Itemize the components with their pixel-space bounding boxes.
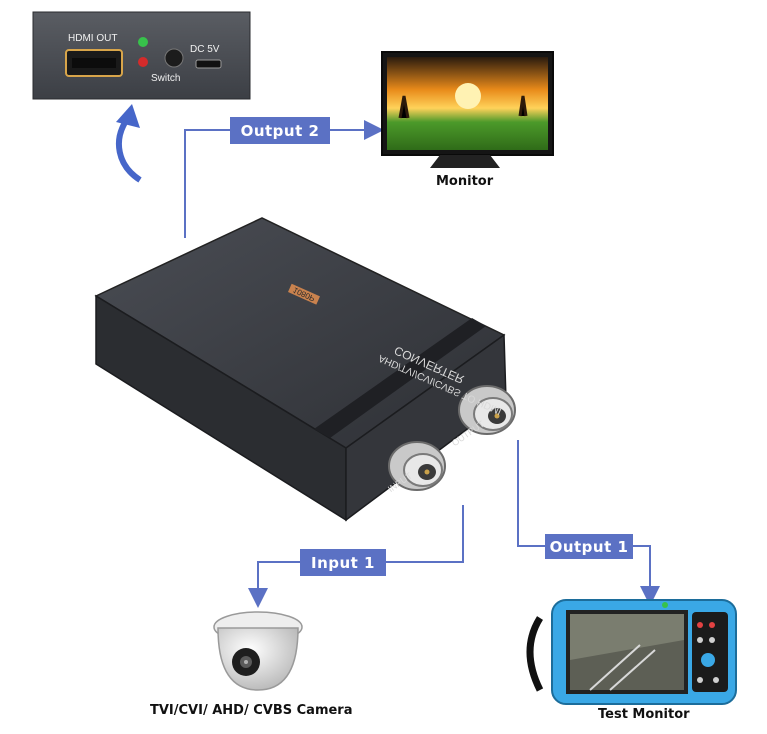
- input1-tag: Input 1: [300, 549, 386, 576]
- curved-arrow-icon: [119, 118, 140, 180]
- test-monitor-photo: [530, 600, 736, 704]
- output1-line: [518, 440, 545, 546]
- hdmi-panel-photo: [33, 12, 250, 99]
- output1-tag: Output 1: [545, 534, 633, 559]
- micro-usb-port-icon: [196, 60, 221, 68]
- led-red-icon: [138, 57, 148, 67]
- input1-line: [386, 505, 463, 562]
- output2-tag: Output 2: [230, 117, 330, 144]
- dome-camera-photo: [214, 612, 302, 690]
- switch-button-icon: [165, 49, 183, 67]
- monitor-caption: Monitor: [436, 174, 493, 189]
- dc-5v-label: DC 5V: [190, 44, 219, 55]
- led-green-icon: [138, 37, 148, 47]
- hdmi-out-label: HDMI OUT: [68, 33, 117, 44]
- output2-line: [185, 130, 230, 238]
- switch-label: Switch: [151, 73, 180, 84]
- camera-caption: TVI/CVI/ AHD/ CVBS Camera: [150, 703, 353, 718]
- monitor-photo: [382, 52, 553, 168]
- test-monitor-caption: Test Monitor: [598, 707, 690, 722]
